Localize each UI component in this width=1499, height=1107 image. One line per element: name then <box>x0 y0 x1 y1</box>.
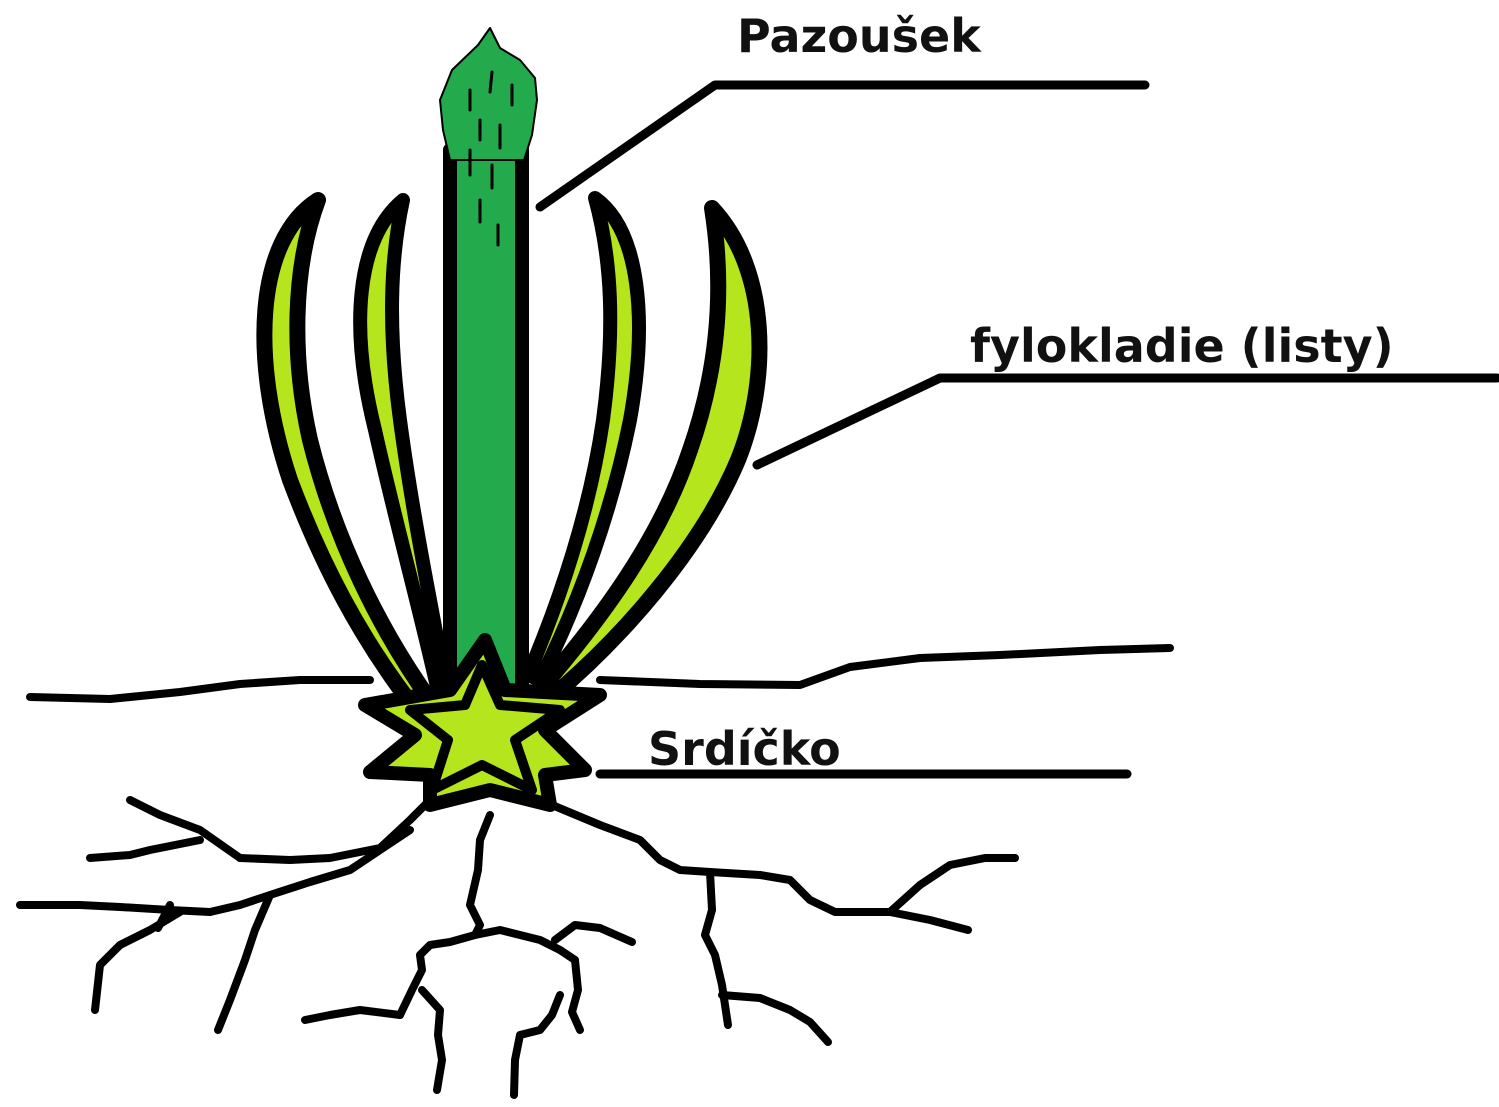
stem <box>440 28 537 700</box>
label-crown: Srdíčko <box>648 722 841 776</box>
stem-body <box>450 150 522 700</box>
stem-pointer-line <box>540 85 1145 207</box>
label-stem: Pazoušek <box>737 9 982 63</box>
roots <box>20 790 1015 1095</box>
stem-tip <box>440 28 537 160</box>
label-leaves: fylokladie (listy) <box>970 319 1394 373</box>
leaves-pointer-line <box>757 378 1497 465</box>
label-lines <box>540 85 1497 774</box>
leaf-far-right <box>540 208 759 700</box>
